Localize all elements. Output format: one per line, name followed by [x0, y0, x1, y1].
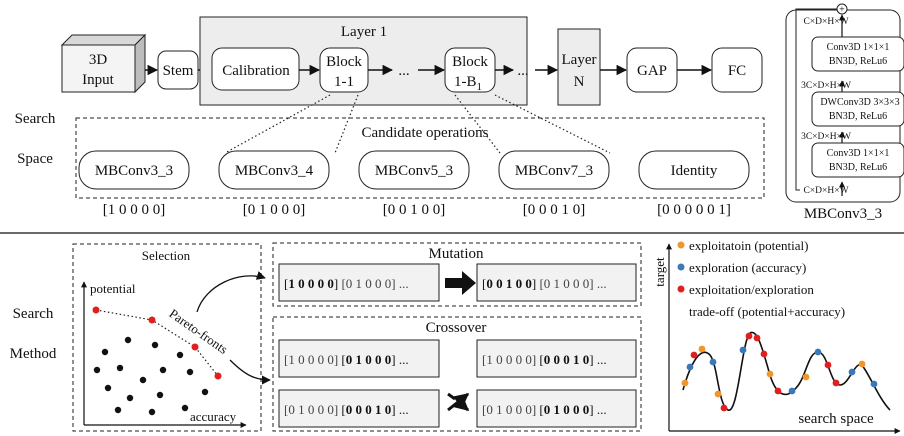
layer1-title: Layer 1 — [341, 24, 387, 40]
search-method-label-1: Search — [13, 306, 54, 322]
crossover-code: [0 1 0 0 0] [0 1 0 0 0] ... — [482, 402, 607, 417]
op-code: [0 0 1 0 0] — [383, 202, 446, 218]
layer-n-label: Layer — [562, 52, 597, 68]
search-space-label-1: Search — [15, 111, 56, 127]
sample-points — [681, 332, 878, 412]
legend-label: exploitatoin (potential) — [689, 238, 809, 253]
op-code: [1 0 0 0 0] — [103, 202, 166, 218]
op-name: MBConv5_3 — [375, 163, 453, 179]
block-line: Conv3D 1×1×1 — [827, 148, 890, 159]
pareto-point — [148, 316, 156, 324]
candidate-op-3: MBConv5_3 [0 0 1 0 0] — [358, 150, 470, 218]
target-curve — [682, 331, 891, 411]
candidate-op-1: MBConv3_3 [1 0 0 0 0] — [78, 150, 190, 218]
crossover-code: [1 0 0 0 0] [0 0 0 1 0] ... — [482, 352, 607, 367]
pareto-point — [214, 372, 222, 380]
mbconv-detail: + C×D×H×W Conv3D 1×1×1 BN3D, ReLu6 3C×D×… — [785, 3, 904, 203]
search-space-axis-label: search space — [798, 411, 874, 427]
fc-label: FC — [728, 63, 746, 79]
calibration-label: Calibration — [222, 63, 290, 79]
pareto-points — [92, 306, 222, 380]
accuracy-axis-label: accuracy — [190, 409, 237, 424]
mutation-parent-code: [1 0 0 0 0] [0 1 0 0 0] ... — [284, 276, 409, 291]
block-1-b1-label: Block — [452, 54, 488, 70]
legend-label: trade-off (potential+accuracy) — [689, 304, 845, 319]
op-name: MBConv3_4 — [235, 163, 314, 179]
block-line: BN3D, ReLu6 — [829, 162, 887, 173]
candidate-operations-title: Candidate operations — [361, 125, 488, 141]
mutation-parent — [278, 263, 440, 302]
block-1-b1-index: 1-B1 — [454, 74, 482, 93]
layer-n-box — [557, 28, 601, 106]
dim-label: C×D×H×W — [803, 17, 848, 27]
fc-box — [711, 47, 763, 93]
dim-label: 3C×D×H×W — [801, 132, 851, 142]
search-method-label-2: Method — [10, 346, 57, 362]
op-code: [0 0 0 1 0] — [523, 202, 586, 218]
layer-n-index: N — [574, 74, 585, 90]
crossover-title: Crossover — [426, 320, 487, 336]
block-line: Conv3D 1×1×1 — [827, 42, 890, 53]
pareto-point — [92, 306, 100, 314]
between-layers-ellipsis: ... — [517, 63, 528, 79]
block-1-1-label: Block — [326, 54, 362, 70]
stem-label: Stem — [163, 63, 194, 79]
crossover-box — [272, 316, 642, 432]
input-label-1: 3D — [89, 52, 108, 68]
crossover-code: [1 0 0 0 0] [0 1 0 0 0] ... — [284, 352, 409, 367]
legend-marker-accuracy — [677, 263, 685, 271]
selection-title: Selection — [142, 248, 191, 263]
input-label-2: Input — [82, 72, 114, 88]
candidate-op-4: MBConv7_3 [0 0 0 1 0] — [498, 150, 610, 218]
crossover-child-1 — [476, 339, 637, 378]
crossover-swap-icon — [447, 392, 470, 412]
exploration-plot: target search space exploitatoin (potent… — [652, 238, 901, 434]
layer1-ellipsis: ... — [398, 63, 409, 79]
mutation-child — [476, 263, 637, 302]
crossover-child-2 — [476, 389, 637, 428]
legend-marker-tradeoff — [677, 285, 685, 293]
legend-label: exploration (accuracy) — [689, 260, 806, 275]
pareto-point — [191, 343, 199, 351]
crossover-code: [0 1 0 0 0] [0 0 0 1 0] ... — [284, 402, 409, 417]
op-code: [0 0 0 0 0 1] — [657, 202, 731, 218]
residual-add-icon: + — [839, 5, 845, 16]
target-axis-label: target — [652, 257, 667, 287]
op-code: [0 1 0 0 0] — [243, 202, 306, 218]
mutation-child-code: [0 0 1 0 0] [0 1 0 0 0] ... — [482, 276, 607, 291]
mutation-box — [272, 242, 642, 307]
legend-marker-potential — [677, 241, 685, 249]
dim-label: C×D×H×W — [803, 186, 848, 196]
population-points — [93, 336, 209, 416]
op-name: Identity — [671, 163, 718, 179]
block-line: BN3D, ReLu6 — [829, 111, 887, 122]
candidate-op-5: Identity [0 0 0 0 0 1] — [638, 150, 750, 218]
search-space-label-2: Space — [17, 151, 53, 167]
gap-label: GAP — [637, 63, 667, 79]
selection-box — [72, 243, 262, 432]
op-name: MBConv7_3 — [515, 163, 593, 179]
candidate-op-2: MBConv3_4 [0 1 0 0 0] — [218, 150, 330, 218]
crossover-parent-1 — [278, 339, 440, 378]
block-line: BN3D, ReLu6 — [829, 56, 887, 67]
calibration-box — [211, 47, 300, 91]
dim-label: 3C×D×H×W — [801, 81, 851, 91]
input-cube: 3D Input — [60, 33, 147, 94]
mutation-arrow-icon — [445, 271, 476, 295]
block-1-1-index: 1-1 — [334, 74, 354, 90]
search-space-box — [75, 117, 765, 199]
block-line: DWConv3D 3×3×3 — [820, 97, 899, 108]
legend-label: exploitation/exploration — [689, 282, 814, 297]
pareto-label: Pareto-fronts — [166, 306, 230, 357]
mutation-title: Mutation — [429, 246, 484, 262]
mbconv-title: MBConv3_3 — [804, 206, 882, 222]
crossover-parent-2 — [278, 389, 440, 428]
potential-axis-label: potential — [90, 281, 136, 296]
op-name: MBConv3_3 — [95, 163, 173, 179]
